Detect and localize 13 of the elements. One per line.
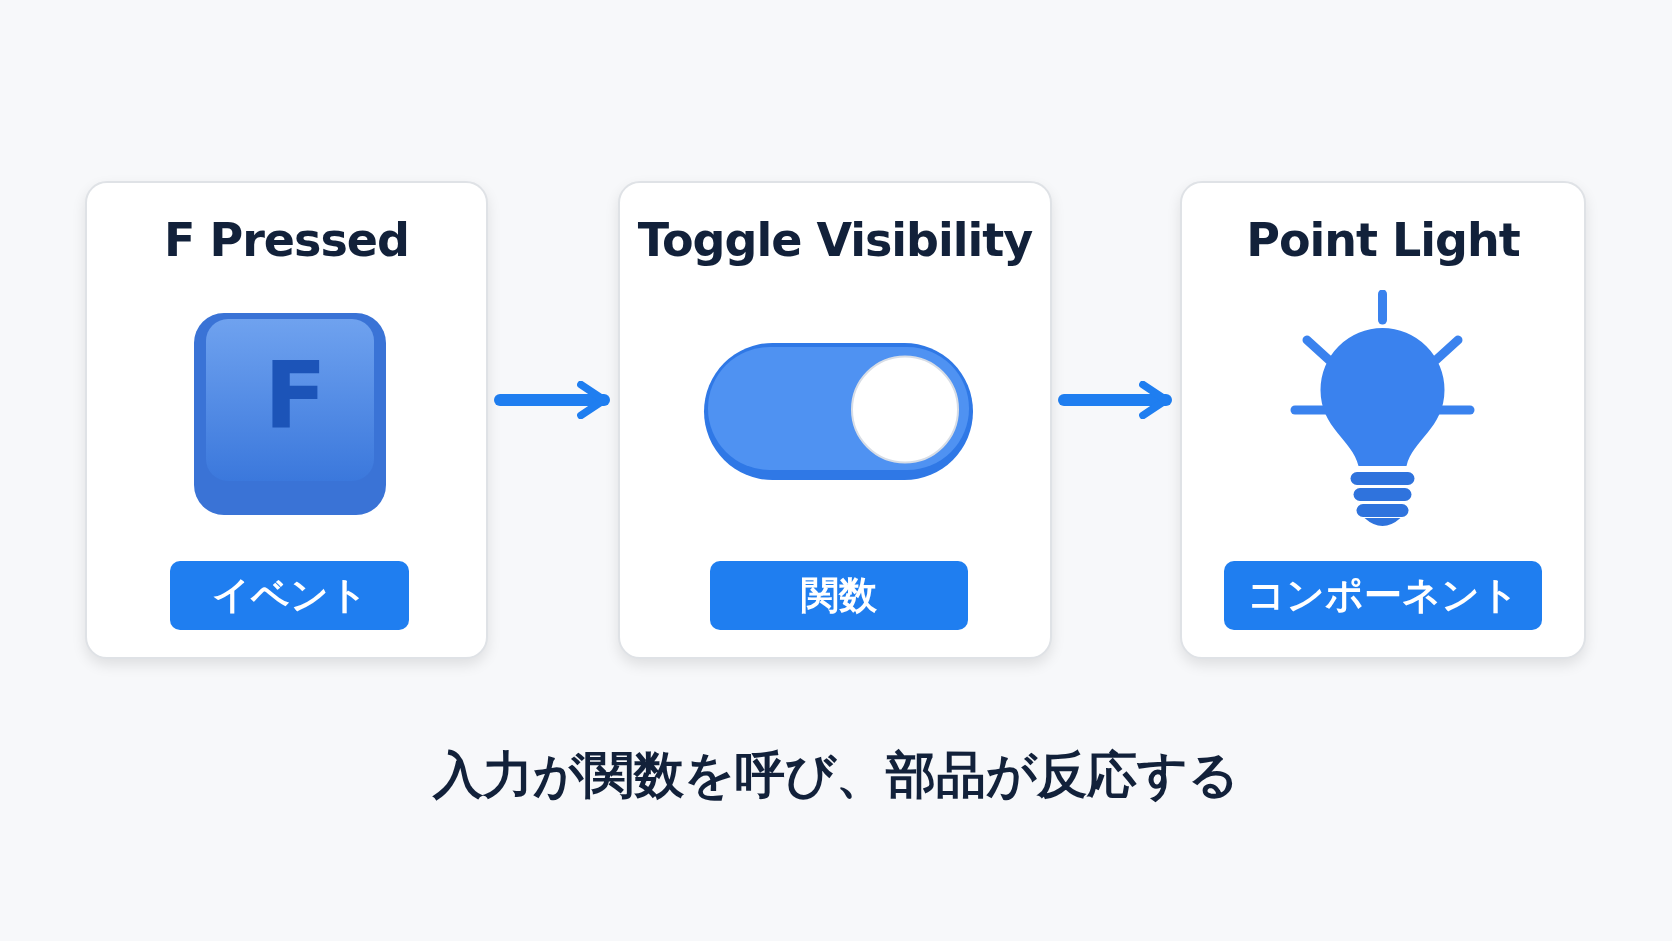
caption: 入力が関数を呼び、部品が反応する	[431, 745, 1240, 806]
arrow	[1058, 380, 1172, 420]
tag: イベント	[170, 561, 409, 630]
card	[85, 181, 488, 659]
card	[1180, 181, 1586, 659]
card-title: Point Light	[1245, 213, 1521, 267]
key-letter: F	[264, 351, 327, 443]
tag: コンポーネント	[1224, 561, 1542, 630]
card-title: Toggle Visibility	[636, 213, 1034, 267]
card-title: F Pressed	[163, 213, 410, 267]
tag: 関数	[710, 561, 968, 630]
arrow	[494, 380, 610, 420]
card	[618, 181, 1052, 659]
